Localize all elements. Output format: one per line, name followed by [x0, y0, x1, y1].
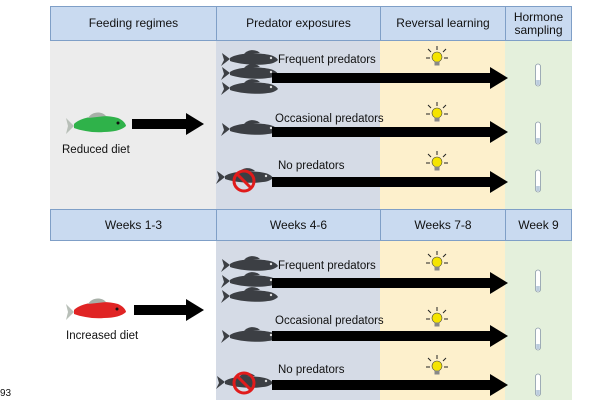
header-predator-label: Predator exposures [246, 16, 351, 30]
top-frequent-predators-label: Frequent predators [278, 54, 376, 66]
lightbulb-icon [425, 354, 449, 375]
top-frequent-predator-fish-icon [221, 50, 278, 95]
green-fish-icon [66, 112, 126, 134]
week-9-label: Week 9 [518, 217, 559, 232]
header-feeding-regimes: Feeding regimes [50, 6, 217, 41]
test-tube-icon [535, 169, 541, 193]
column-reversal-bg-bottom [380, 240, 505, 400]
line-number: 93 [0, 388, 12, 399]
top-no-predator-fish-icon [216, 168, 273, 193]
test-tube-icon [535, 63, 541, 87]
header-weeks-4-6: Weeks 4-6 [216, 209, 381, 241]
header-week-9: Week 9 [505, 209, 572, 241]
increased-diet-label: Increased diet [66, 330, 139, 342]
header-hormone-sampling: Hormone sampling [505, 6, 572, 41]
lightbulb-icon [425, 101, 449, 122]
weeks-1-3-label: Weeks 1-3 [104, 217, 163, 232]
bottom-no-predators-arrow [272, 374, 508, 396]
top-no-predators-arrow [272, 171, 508, 193]
lightbulb-icon [425, 306, 449, 327]
test-tube-icon [535, 269, 541, 293]
bottom-frequent-predators-label: Frequent predators [278, 260, 376, 272]
lightbulb-icon [425, 45, 449, 66]
column-feeding-bg-bottom [50, 240, 216, 400]
bottom-feeding-arrow [134, 299, 204, 321]
top-occasional-predator-fish-icon [221, 120, 278, 136]
lightbulb-icon [425, 250, 449, 271]
test-tube-icon [535, 327, 541, 351]
bottom-occasional-predator-fish-icon [221, 327, 278, 343]
bottom-occasional-arrow [272, 325, 508, 347]
top-frequent-arrow [272, 67, 508, 89]
test-tube-icon [535, 121, 541, 145]
weeks-4-6-label: Weeks 4-6 [269, 217, 328, 232]
red-fish-icon [66, 298, 126, 320]
top-feeding-arrow [132, 113, 204, 135]
header-feeding-label: Feeding regimes [88, 16, 179, 30]
header-predator-exposures: Predator exposures [216, 6, 381, 41]
bottom-no-predator-fish-icon [216, 371, 273, 395]
bottom-frequent-predator-fish-icon [221, 256, 278, 303]
lightbulb-icon [425, 150, 449, 171]
header-reversal-label: Reversal learning [396, 16, 490, 30]
bottom-frequent-arrow [272, 272, 508, 294]
test-tube-icon [535, 373, 541, 397]
top-occasional-arrow [272, 121, 508, 143]
bottom-no-predators-label: No predators [278, 364, 345, 376]
header-weeks-7-8: Weeks 7-8 [380, 209, 506, 241]
header-weeks-1-3: Weeks 1-3 [50, 209, 217, 241]
column-hormone-bg-bottom [505, 240, 572, 400]
header-reversal-learning: Reversal learning [380, 6, 506, 41]
header-hormone-label-1: Hormone [513, 9, 564, 24]
header-hormone-label-2: sampling [514, 22, 563, 37]
top-occasional-predators-label: Occasional predators [275, 113, 384, 125]
bottom-occasional-predators-label: Occasional predators [275, 315, 384, 327]
weeks-7-8-label: Weeks 7-8 [414, 217, 472, 232]
reduced-diet-label: Reduced diet [62, 144, 130, 156]
top-no-predators-label: No predators [278, 160, 345, 172]
